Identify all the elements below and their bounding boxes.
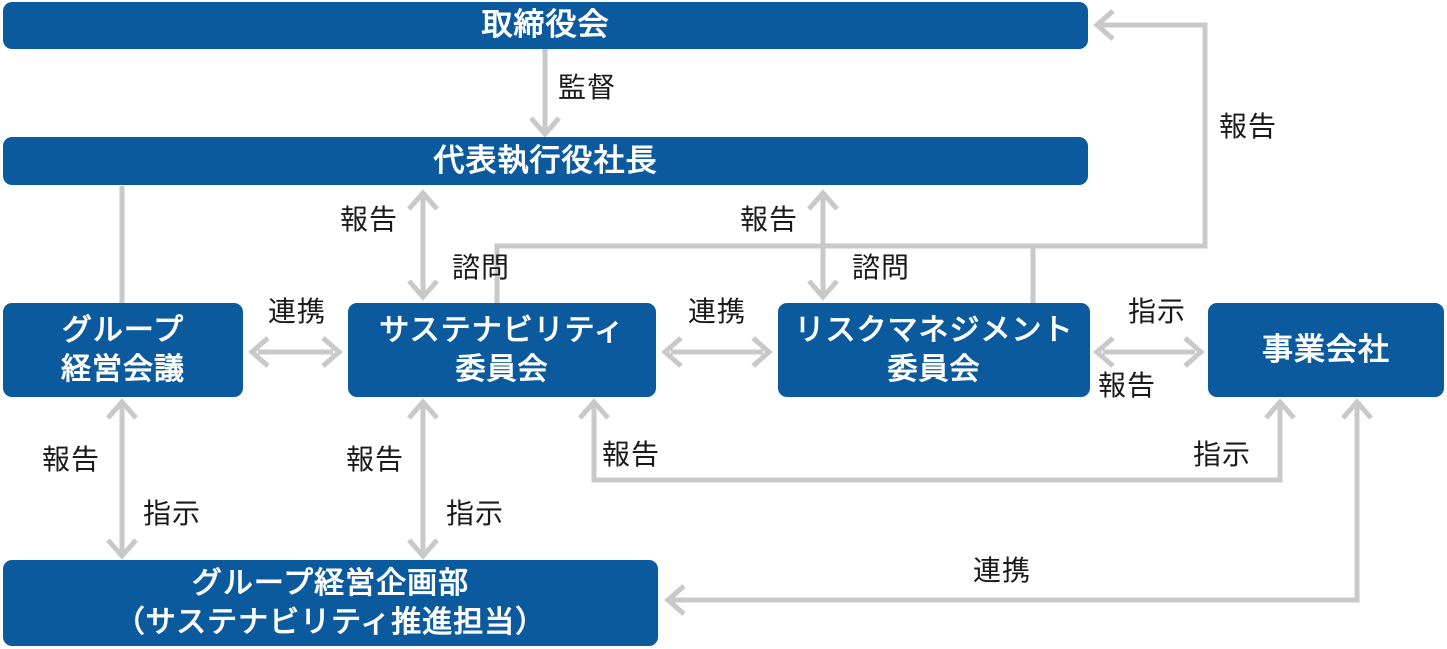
edge-label-consultation-risk: 諮問 bbox=[852, 252, 911, 283]
node-group-management-meeting: グループ 経営会議 bbox=[3, 303, 243, 397]
edge-label-report-business-risk: 報告 bbox=[1098, 370, 1157, 401]
edge-label-report-business-sustainability: 報告 bbox=[602, 439, 661, 470]
node-president: 代表執行役社長 bbox=[3, 137, 1088, 185]
edge-label-report-president-sustainability: 報告 bbox=[340, 204, 399, 235]
edge-report-instruction-group bbox=[106, 398, 138, 560]
edge-label-report-sustainability-planning: 報告 bbox=[346, 444, 405, 475]
edge-label-report-to-board: 報告 bbox=[1219, 111, 1278, 142]
node-sustainability-committee: サステナビリティ 委員会 bbox=[348, 303, 656, 397]
edge-label-collaboration-bottom: 連携 bbox=[973, 555, 1032, 586]
edge-label-collaboration-1: 連携 bbox=[268, 296, 327, 327]
edge-instruction-report-business bbox=[1093, 336, 1205, 368]
node-business-companies: 事業会社 bbox=[1208, 303, 1444, 397]
edge-label-instruction-group-planning: 指示 bbox=[143, 498, 202, 529]
node-risk-management-committee: リスクマネジメント 委員会 bbox=[778, 303, 1090, 397]
edge-report-to-board bbox=[494, 9, 1208, 303]
edge-label-instruction-sustainability-planning: 指示 bbox=[446, 498, 505, 529]
edge-label-report-group-planning: 報告 bbox=[42, 444, 101, 475]
edge-report-instruction-sustainability bbox=[407, 398, 439, 560]
edge-label-report-president-risk: 報告 bbox=[740, 204, 799, 235]
edge-supervision-arrow bbox=[529, 49, 561, 138]
edge-collaboration-2 bbox=[661, 336, 773, 368]
edge-label-instruction-risk-business: 指示 bbox=[1128, 296, 1187, 327]
edge-report-consultation-sustainability bbox=[407, 189, 439, 301]
edge-collaboration-1 bbox=[248, 336, 343, 368]
node-board-of-directors: 取締役会 bbox=[3, 2, 1088, 49]
edge-label-supervision: 監督 bbox=[558, 72, 617, 103]
node-group-planning-dept: グループ経営企画部 （サステナビリティ推進担当） bbox=[3, 560, 658, 646]
edge-label-instruction-to-business: 指示 bbox=[1193, 439, 1252, 470]
edge-label-collaboration-2: 連携 bbox=[688, 296, 747, 327]
edge-collaboration-bottom bbox=[664, 398, 1373, 616]
edge-label-consultation-sustainability: 諮問 bbox=[452, 252, 511, 283]
edge-instruction-report-u-connector bbox=[578, 398, 1296, 483]
